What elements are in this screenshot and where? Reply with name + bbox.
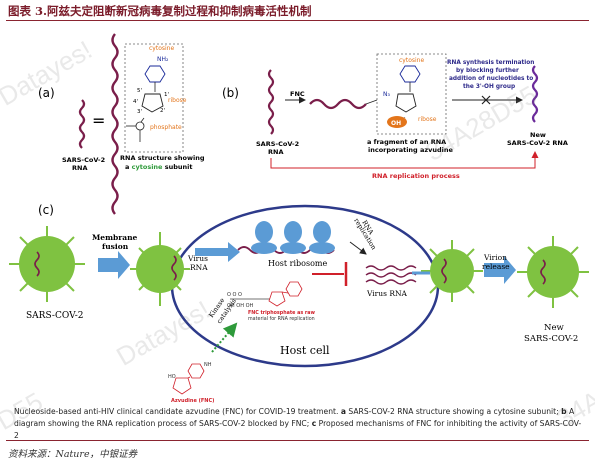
termination-text-2: by blocking further xyxy=(456,68,519,74)
ribose-label-b: ribose xyxy=(418,116,437,123)
source-line: 资料来源：Nature，中银证券 xyxy=(8,449,138,460)
prime-2-a: 2' xyxy=(160,108,165,114)
ribose-label-a: ribose xyxy=(168,97,187,104)
fragment-caption-b-1: a fragment of an RNA xyxy=(367,138,446,146)
cytosine-label-a: cytosine xyxy=(149,45,174,52)
host-ribosome-label: Host ribosome xyxy=(268,259,327,268)
prime-1-a: 1' xyxy=(164,92,169,98)
ribose-ring-a xyxy=(141,93,164,113)
cytosine-ring-a xyxy=(144,65,166,83)
azvudine-molecule: HO NH xyxy=(168,362,212,395)
virion-release-arrow xyxy=(484,256,516,284)
virus-rna-entry-arrow xyxy=(195,242,240,262)
svg-text:OH OH OH: OH OH OH xyxy=(227,303,254,309)
new-sars-label-2: SARS-COV-2 xyxy=(524,334,578,344)
replication-arrow xyxy=(349,241,367,255)
rna-label-a-2: RNA xyxy=(72,164,87,172)
svg-text:HO: HO xyxy=(168,374,176,380)
rna-label-b-2: RNA xyxy=(268,148,283,156)
phosphate-group-a xyxy=(135,121,145,131)
structure-caption-a-1: RNA structure showing xyxy=(120,154,205,162)
new-sars-label-1: New xyxy=(544,323,564,333)
svg-text:NH: NH xyxy=(204,362,212,368)
oh-highlight-b xyxy=(387,116,407,128)
termination-text-3: addition of nucleotides to xyxy=(449,76,533,82)
virion-release-label-2: release xyxy=(482,262,510,271)
membrane-fusion-label-1: Membrane xyxy=(92,233,138,242)
termination-text-1: RNA synthesis termination xyxy=(447,60,534,66)
host-cell-membrane xyxy=(170,204,440,368)
prime-4-a: 4' xyxy=(133,99,138,105)
figure-header: 图表 3.阿兹夫定阻断新冠病毒复制过程和抑制病毒活性机制 xyxy=(8,4,312,18)
rna-wave-b xyxy=(309,98,367,110)
membrane-fusion-arrow xyxy=(98,251,130,279)
fnc-label-b: FNC xyxy=(290,90,305,98)
nh2-label-a: NH₂ xyxy=(157,56,169,63)
fnc-triphosphate-label-2: material for RNA replication xyxy=(248,316,315,322)
structure-caption-a-2: a cytosine subunit xyxy=(125,163,192,171)
azvudine-label: Azvudine (FNC) xyxy=(171,398,214,404)
sars-cov-2-virus-left xyxy=(9,226,85,302)
rna-strand-b xyxy=(267,69,275,135)
virion-release-label-1: Virion xyxy=(483,253,507,262)
rna-label-a-1: SARS-CoV-2 xyxy=(62,156,105,164)
fusing-virus xyxy=(130,232,190,306)
azvudine-box-b xyxy=(376,53,447,135)
cytosine-label-b: cytosine xyxy=(399,57,424,64)
rna-strand-long-a xyxy=(111,33,119,215)
header-rule xyxy=(6,20,589,21)
block-x-mark xyxy=(481,95,491,105)
panel-a-label: (a) xyxy=(38,86,55,100)
replication-process-label: RNA replication process xyxy=(372,172,460,180)
footer-rule xyxy=(6,440,589,441)
svg-text:O O O: O O O xyxy=(227,292,242,298)
sars-left-label: SARS-COV-2 xyxy=(26,311,84,321)
phosphate-label-a: phosphate xyxy=(150,124,182,131)
fnc-triphosphate-structure: O O O OH OH OH xyxy=(227,281,303,309)
rna-label-b-1: SARS-CoV-2 xyxy=(256,140,299,148)
rna-strand-a xyxy=(78,99,86,149)
fragment-caption-b-2: incorporating azvudine xyxy=(368,146,454,154)
sars-cov-2-virus-new xyxy=(517,236,589,308)
new-rna-label-1: New xyxy=(530,131,546,139)
ribose-ring-b xyxy=(395,93,417,113)
panel-b-label: (b) xyxy=(222,86,239,100)
prime-3-a: 3' xyxy=(137,109,142,115)
replication-process-arrow xyxy=(270,151,539,169)
termination-text-4: the 3'-OH group xyxy=(463,84,515,90)
host-cell-label: Host cell xyxy=(280,344,330,357)
cytosine-box-a xyxy=(124,43,184,153)
budding-virus xyxy=(421,240,483,302)
virus-rna-copies xyxy=(365,265,417,285)
new-rna-strand-b xyxy=(531,65,539,123)
panel-c-label: (c) xyxy=(38,203,54,217)
virus-rna-top-label-2: RNA xyxy=(190,263,208,272)
new-rna-label-2: SARS-CoV-2 RNA xyxy=(507,139,568,147)
equals-sign: = xyxy=(92,111,105,130)
figure-caption: Nucleoside-based anti-HIV clinical candi… xyxy=(14,407,582,440)
host-ribosome-group xyxy=(251,221,335,254)
membrane-fusion-label-2: fusion xyxy=(102,242,129,251)
virus-rna-top-label-1: Virus xyxy=(187,254,208,263)
n3-label-b: N₃ xyxy=(383,91,390,98)
prime-5-a: 5' xyxy=(137,88,142,94)
fnc-triphosphate-label-1: FNC triphosphate as raw xyxy=(248,310,315,316)
virus-rna-right-label: Virus RNA xyxy=(366,289,408,298)
oh-label-b: OH xyxy=(391,120,401,127)
cytosine-ring-b xyxy=(399,65,421,83)
